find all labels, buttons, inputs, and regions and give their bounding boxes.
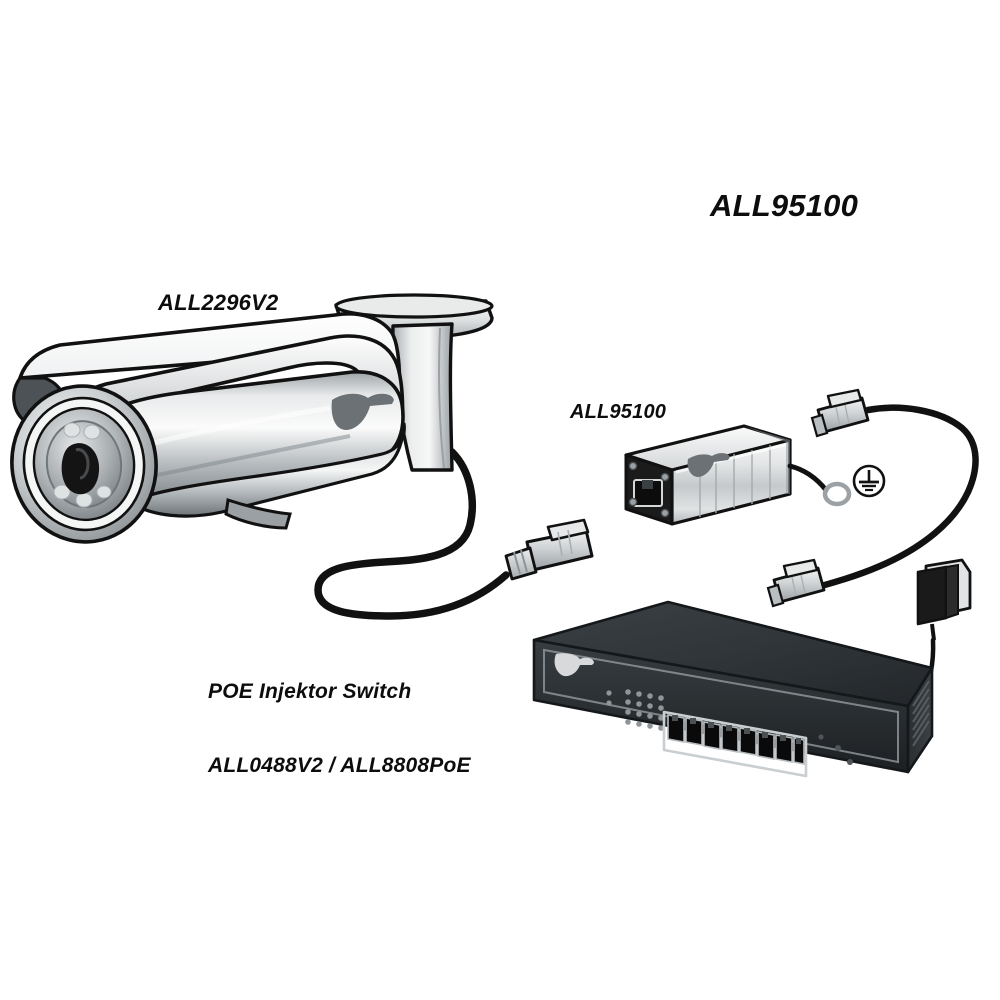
label-switch-line1: POE Injektor Switch (208, 679, 412, 703)
rj45-latch-tab (826, 388, 863, 409)
ground-ring-terminal (822, 481, 852, 507)
injector-logo (687, 453, 730, 477)
label-switch-line2: ALL0488V2 / ALL8808PoE (208, 753, 471, 777)
switch-front-bezel (543, 648, 899, 764)
label-injector-model: ALL95100 (570, 401, 667, 423)
device-power-adapter (916, 558, 972, 641)
camera-ir-leds (53, 422, 112, 508)
cable-camera-to-injector (314, 448, 510, 620)
switch-led-panel (606, 689, 664, 731)
switch-rj45-ports (667, 714, 805, 765)
connector-rj45-switch-cable (766, 558, 826, 608)
switch-port-bank-bezel (662, 710, 808, 778)
camera-logo (331, 393, 394, 430)
cable-injector-to-switch-loop (796, 404, 979, 596)
switch-vent-slots (912, 680, 930, 747)
label-switch-block: POE Injektor Switch ALL0488V2 / ALL8808P… (208, 630, 471, 828)
injector-ground-lead (787, 463, 852, 507)
device-injector-all95100 (624, 424, 792, 526)
earth-ground-symbol (852, 464, 886, 498)
connector-rj45-injector-top (810, 388, 870, 438)
switch-logo (554, 653, 594, 677)
injector-screws (628, 461, 670, 518)
adapter-case (916, 565, 948, 626)
connector-rj45-camera-cable (504, 518, 594, 581)
camera-lens-aperture (61, 443, 100, 495)
switch-side-screws (818, 734, 853, 765)
camera-bottom-tab (224, 498, 292, 530)
device-poe-switch (532, 600, 934, 778)
diagram-title: ALL95100 (710, 188, 859, 223)
label-camera-model: ALL2296V2 (158, 290, 279, 315)
rj45-latch-tab (782, 558, 819, 579)
device-camera-all2296v2 (10, 293, 494, 544)
